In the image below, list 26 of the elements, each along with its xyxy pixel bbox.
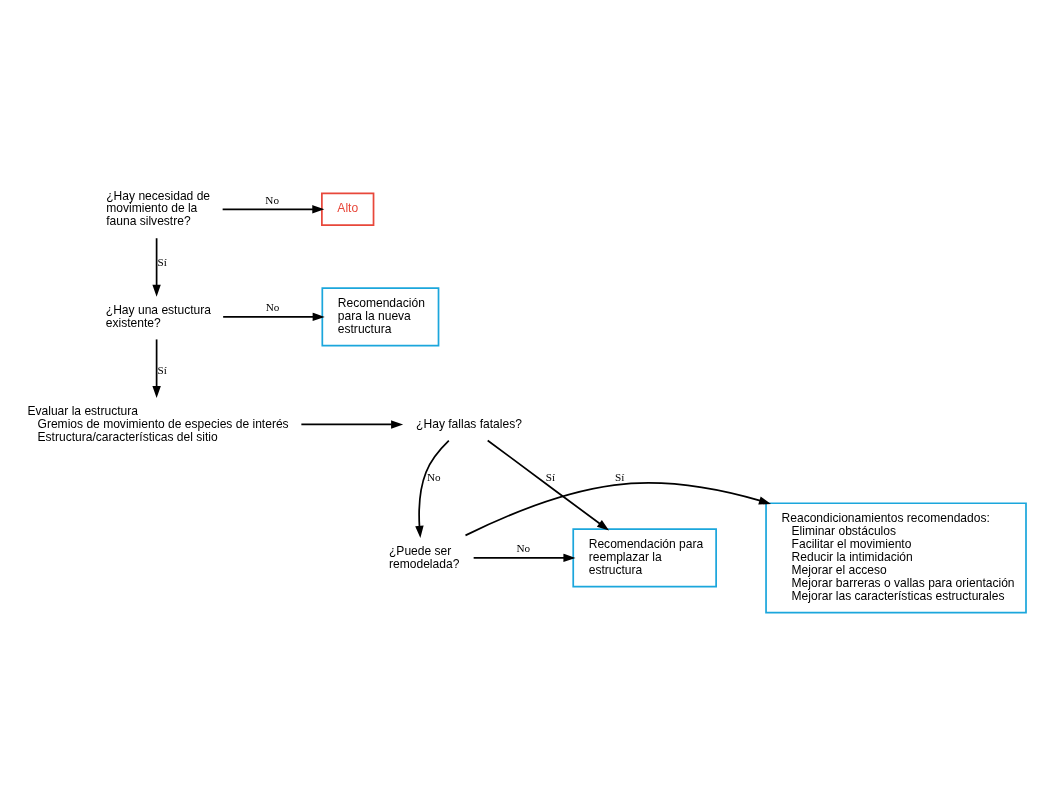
node-box: Recomendación para la nueva estructura — [321, 286, 440, 347]
arrow — [300, 419, 404, 429]
arrow — [152, 236, 161, 297]
arrow — [472, 553, 576, 562]
arrow — [415, 439, 450, 538]
edge-label: No — [265, 300, 280, 313]
edge-label: No — [516, 541, 531, 554]
node-text: ¿Hay una estuctura existente? — [105, 302, 211, 330]
arrow — [222, 312, 325, 321]
node-text: Evaluar la estructura Gremios de movimiento de especies de interés Estructura/características del sitio — [27, 403, 289, 444]
node-box: Recomendación para reemplazar la estructura — [572, 527, 717, 588]
edge-label: No — [426, 470, 441, 483]
node-text: ¿Hay fallas fatales? — [416, 416, 522, 431]
edge-label: No — [265, 193, 280, 206]
node-text: ¿Hay necesidad de movimiento de la fauna silvestre? — [106, 188, 211, 228]
node-text: ¿Puede ser remodelada? — [389, 543, 460, 571]
edge-label: Sí — [157, 255, 167, 268]
edge-label: Sí — [615, 470, 625, 483]
arrow — [152, 338, 161, 398]
arrow — [486, 439, 610, 531]
node-box: Reacondicionamientos recomendados: Eliminar obstáculos Facilitar el movimiento Reducir la intimidación Mejorar el acceso Mejorar barreras o vallas para orientación Mejorar las características estructurales — [765, 501, 1027, 613]
edge-label: Sí — [545, 470, 556, 483]
arrow — [221, 204, 325, 213]
arrow — [464, 481, 771, 536]
edge-label: Sí — [157, 363, 167, 376]
node-box: Alto — [321, 192, 375, 226]
